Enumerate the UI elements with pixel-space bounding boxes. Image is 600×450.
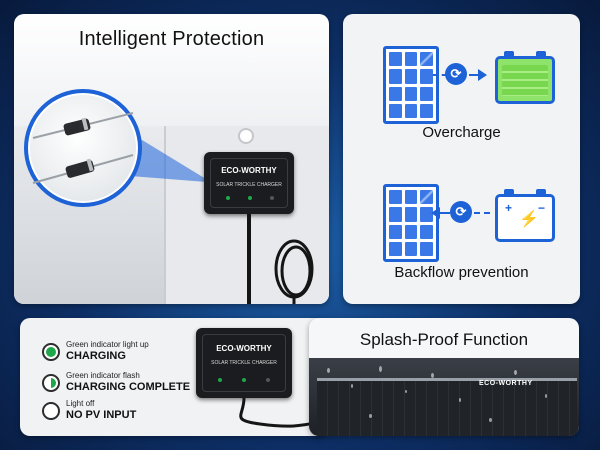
arrow-right-icon	[478, 69, 487, 81]
led-indicator	[226, 196, 230, 200]
flow-line	[440, 212, 450, 214]
indicator-off-icon	[42, 402, 60, 420]
device-subtitle: SOLAR TRICKLE CHARGER	[211, 360, 277, 366]
solar-panel-icon	[383, 184, 439, 262]
indicator-state: CHARGING COMPLETE	[66, 381, 191, 393]
plug-connector-icon: ⟳	[450, 201, 472, 223]
led-indicator	[218, 378, 222, 382]
water-drop	[489, 418, 492, 422]
led-indicator	[242, 378, 246, 382]
flow-line	[433, 74, 447, 76]
water-drop	[327, 368, 330, 373]
device-brand: ECO-WORTHY	[216, 344, 272, 353]
indicator-desc: Green indicator light up	[66, 340, 149, 349]
cable-coil-icon	[274, 239, 314, 304]
arrow-left-icon	[431, 207, 440, 219]
plug-connector-icon: ⟳	[445, 63, 467, 85]
protection-diagrams-panel: ⟳ Overcharge ⟳ + − ⚡ Backflow prevention	[343, 14, 580, 304]
wet-solar-panel	[317, 378, 577, 436]
charge-controller-box: ECO-WORTHY SOLAR TRICKLE CHARGER	[204, 152, 294, 214]
indicator-desc: Green indicator flash	[66, 371, 140, 380]
diode-icon	[32, 112, 134, 184]
led-indicator	[266, 378, 270, 382]
indicator-state: NO PV INPUT	[66, 409, 137, 421]
solar-panel-icon	[383, 46, 439, 124]
panel-title-splash: Splash-Proof Function	[359, 330, 529, 349]
flow-line	[474, 212, 490, 214]
cable-icon	[239, 397, 320, 428]
battery-full-icon	[495, 51, 555, 104]
water-drop	[351, 384, 353, 388]
device-brand: ECO-WORTHY	[221, 166, 277, 175]
water-drop	[459, 398, 461, 402]
led-indicator	[248, 196, 252, 200]
water-drop	[431, 373, 434, 378]
indicator-flash-icon	[42, 374, 60, 392]
water-drop	[514, 370, 517, 375]
caption-backflow: Backflow prevention	[394, 264, 529, 281]
diode-zoom-lens	[24, 89, 142, 207]
led-indicator	[270, 196, 274, 200]
water-drop	[405, 390, 407, 393]
device-subtitle: SOLAR TRICKLE CHARGER	[216, 182, 282, 188]
panel-title-protection: Intelligent Protection	[78, 28, 265, 50]
panel-brand-tag: ECO-WORTHY	[479, 380, 533, 387]
indicator-solid-icon	[42, 343, 60, 361]
indicator-state: CHARGING	[66, 350, 126, 362]
indicator-desc: Light off	[66, 399, 95, 408]
charge-controller-box: ECO-WORTHY SOLAR TRICKLE CHARGER	[196, 328, 292, 398]
water-drop	[379, 366, 382, 372]
water-drop	[369, 414, 372, 418]
caption-overcharge: Overcharge	[422, 124, 501, 141]
intelligent-protection-panel: Intelligent Protection ECO-WORTHY SOLAR …	[14, 14, 329, 304]
splash-proof-panel: Splash-Proof Function ECO-WORTHY	[309, 318, 579, 436]
indicator-legend-panel: Green indicator light up CHARGING Green …	[20, 318, 328, 436]
water-drop	[545, 394, 547, 398]
output-cable	[247, 214, 251, 304]
flow-line	[469, 74, 479, 76]
battery-charge-icon: + − ⚡	[495, 189, 555, 242]
mounting-hole	[238, 128, 254, 144]
